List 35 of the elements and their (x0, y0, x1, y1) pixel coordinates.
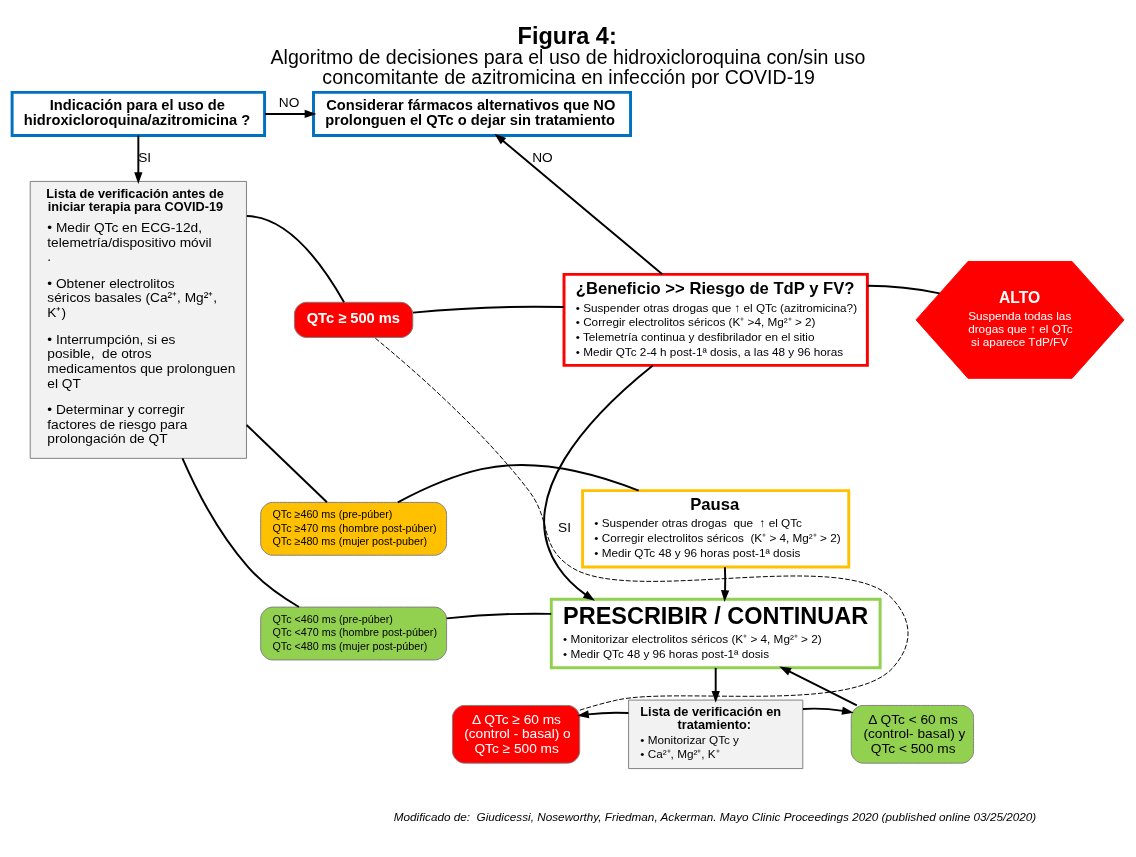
node-box: Δ QTc < 60 ms (control- basal) y QTc < 500 ms (850, 704, 975, 764)
edge-label: SI (138, 149, 152, 165)
connector (412, 305, 565, 314)
connector (245, 423, 328, 503)
edge-label: NO (532, 149, 553, 165)
arrow (711, 666, 720, 703)
arrow (721, 565, 730, 602)
connector (245, 214, 345, 303)
arrow (577, 709, 630, 718)
arrow (264, 109, 317, 118)
node-box: Considerar fármacos alternativos que NO prolonguen el QTc o dejar sin tratamiento (312, 90, 633, 137)
node-box: Lista de verificación antes de iniciar terapia para COVID-19 • Medir QTc en ECG-12d, telemetría/dispositivo móvil . • Obtener electrolitos séricos basales (Ca²⁺, Mg²⁺, K⁺) • Interrumpción, si es posible, de otros medicamentos que prolonguen el QT • Determinar y corregir factores de riesgo para prolongación de QT (29, 180, 247, 459)
node-box: QTc <460 ms (pre-púber) QTc <470 ms (hombre post-púber) QTc <480 ms (mujer post-púber) (260, 606, 448, 660)
arrow (543, 363, 654, 601)
arrow (134, 134, 143, 184)
diagram-title: Figura 4: (517, 22, 617, 49)
caption: Modificado de: Giudicessi, Noseworthy, Friedman, Ackerman. Mayo Clinic Proceedings 2020 (published online 03/25/2020) (393, 809, 1037, 823)
node-box: Indicación para el uso de hidroxicloroquina/azitromicina ? (10, 90, 267, 137)
node-box: QTc ≥460 ms (pre-púber) QTc ≥470 ms (hombre post-púber) QTc ≥480 ms (mujer post-puber) (260, 501, 448, 556)
node-box: Pausa • Suspender otras drogas que ↑ el QTc • Corregir electrolitos séricos (K⁺ > 4, Mg²⁺ > 2) • Medir QTc 48 y 96 horas post-1ª dosis (581, 488, 851, 568)
arrow (779, 666, 858, 706)
node-box: Δ QTc ≥ 60 ms (control - basal) o QTc ≥ 500 ms (451, 704, 581, 764)
node-box: ¿Beneficio >> Riesgo de TdP y FV? • Suspender otras drogas que ↑ el QTc (azitromicina?) • Corregir electrolitos séricos (K⁺ >4, Mg²⁺ > 2) • Telemetría continua y desfibrilador en el sitio • Medir QTc 2-4 h post-1ª dosis, a las 48 y 96 horas (562, 272, 869, 367)
arrow (801, 706, 854, 715)
connector (445, 612, 553, 619)
node-box: Lista de verificación en tratamiento: • Monitorizar QTc y • Ca²⁺, Mg²⁺, K⁺ (628, 699, 804, 769)
node-box: PRESCRIBIR / CONTINUAR • Monitorizar electrolitos séricos (K⁺ > 4, Mg²⁺ > 2) • Medir QTc 48 y 96 horas post-1ª dosis (549, 597, 882, 669)
edge-label: NO (278, 94, 300, 110)
connector (181, 456, 300, 608)
arrow (494, 133, 664, 275)
connector (396, 463, 640, 503)
edge-label: SI (558, 519, 571, 535)
connector (866, 284, 941, 294)
connector (373, 336, 909, 711)
node-box: QTc ≥ 500 ms (293, 301, 414, 338)
